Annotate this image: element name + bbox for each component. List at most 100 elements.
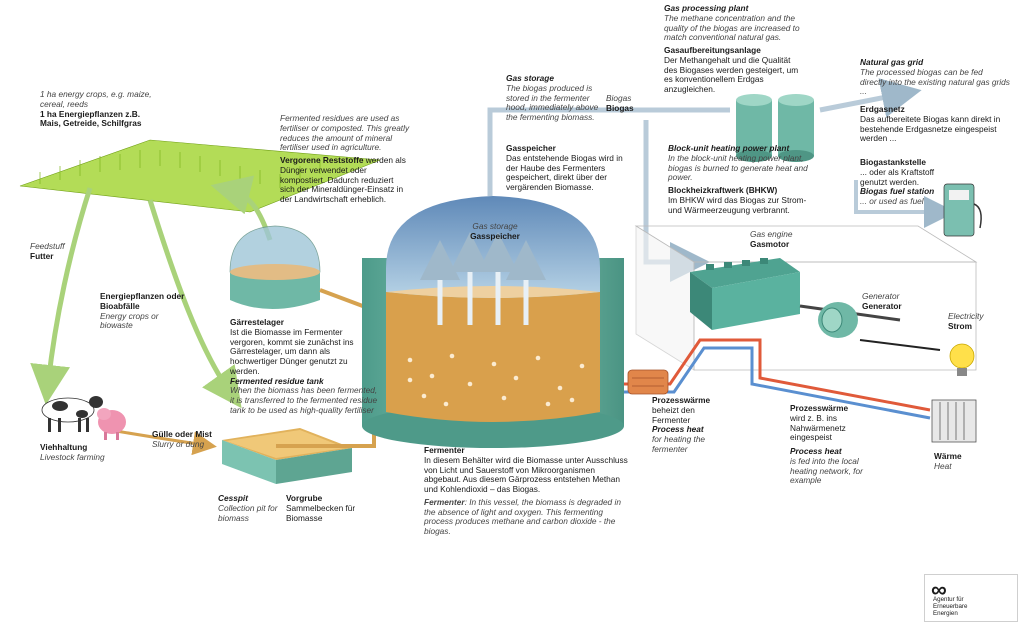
biogas-label: Biogas Biogas <box>606 93 646 114</box>
biogas-de: Biogas <box>606 102 634 113</box>
livestock-label: Viehhaltung Livestock farming <box>40 442 130 463</box>
chp-en: In the block-unit heating power plant, b… <box>668 152 808 183</box>
livestock-en: Livestock farming <box>40 451 105 462</box>
lightbulb-icon <box>949 343 975 376</box>
gas-storage-de-title: Gasspeicher <box>506 143 556 153</box>
energy-crops-en: Energy crops or biowaste <box>100 310 159 331</box>
generator-label: Generator Generator <box>862 291 922 312</box>
cesspit-de-label: Vorgrube Sammelbecken für Biomasse <box>286 493 356 523</box>
gas-engine <box>690 258 800 330</box>
station-en-title: Biogas fuel station <box>860 186 935 197</box>
heat-network-de-title: Prozesswärme <box>790 403 849 413</box>
heat-network-en: is fed into the local heating network, f… <box>790 455 863 486</box>
energy-crops-de: Energiepflanzen oder Bioabfälle <box>100 291 185 311</box>
electricity-de: Strom <box>948 320 972 331</box>
heat-network-label: Prozesswärme wird z. B. ins Nahwärmenetz… <box>790 403 886 486</box>
processing-de: Der Methangehalt und die Qualität des Bi… <box>664 54 799 95</box>
grid-en-title: Natural gas grid <box>860 57 924 67</box>
fermenter-de: In diesem Behälter wird die Biomasse unt… <box>424 454 628 495</box>
cow-icon <box>41 396 103 432</box>
logo-line3: Energien <box>933 609 958 617</box>
electricity-label: Electricity Strom <box>948 311 1008 332</box>
fermenter-en: In this vessel, the biomass is degraded … <box>424 496 621 537</box>
dome-de: Gasspeicher <box>470 230 520 241</box>
cesspit-en-title: Cesspit <box>218 493 248 503</box>
slurry-label: Gülle oder Mist Slurry or dung <box>152 429 232 450</box>
pipe-grid <box>819 78 922 118</box>
chp-enclosure <box>634 225 978 371</box>
pig-icon <box>97 408 126 440</box>
station-label: Biogastankstelle ... oder als Kraftstoff… <box>860 157 950 207</box>
pipe-biogas <box>487 107 730 196</box>
process-heat-en: for heating the fermenter <box>652 434 706 454</box>
feedstuff-de: Futter <box>30 250 54 261</box>
gas-storage-en-label: Gas storage The biogas produced is store… <box>506 73 606 123</box>
pipe-residue <box>319 288 369 310</box>
residues-de-title: Vergorene Reststoffe <box>280 155 364 166</box>
logo-mark-icon: ∞ <box>931 577 947 602</box>
residues-en: Fermented residues are used as fertilise… <box>280 113 410 153</box>
gas-storage-de-label: Gasspeicher Das entstehende Biogas wird … <box>506 143 632 193</box>
heat-en: Heat <box>934 460 952 471</box>
engine-en: Gas engine <box>750 229 793 239</box>
residue-tank-de-title: Gärrestelager <box>230 317 284 327</box>
arrow-feedstuff <box>30 187 93 405</box>
heat-de: Wärme <box>934 451 962 461</box>
fermenter-en-title: Fermenter <box>424 496 465 507</box>
process-heat-de: beheizt den Fermenter <box>652 404 695 425</box>
crops-label: 1 ha energy crops, e.g. maize, cereal, r… <box>40 89 160 129</box>
arrow-energy-crops <box>147 199 242 409</box>
dome-label: Gas storage Gasspeicher <box>460 221 530 242</box>
power-cable <box>859 339 941 351</box>
chp-label: Block-unit heating power plant In the bl… <box>668 143 822 215</box>
engine-label: Gas engine Gasmotor <box>750 229 810 250</box>
station-de-title: Biogastankstelle <box>860 157 926 167</box>
grid-de-title: Erdgasnetz <box>860 104 905 115</box>
heat-exchanger <box>627 369 669 395</box>
residue-tank-label: Gärrestelager Ist die Biomasse im Fermen… <box>230 317 378 416</box>
fermenter-de-title: Fermenter <box>424 445 465 455</box>
gas-rise-arrows <box>420 232 546 325</box>
slurry-en: Slurry or dung <box>152 438 205 449</box>
processing-label: Gas processing plant The methane concent… <box>664 3 800 95</box>
residues-de: werden als Dünger verwendet oder kompost… <box>280 155 406 205</box>
logo-line2: Erneuerbare <box>933 602 968 610</box>
residue-tank-de: Ist die Biomasse im Fermenter vergoren, … <box>230 326 354 376</box>
station-en: ... or used as fuel <box>860 196 924 207</box>
processing-de-title: Gasaufbereitungsanlage <box>664 45 761 56</box>
pipe-station <box>854 180 956 228</box>
processing-tanks <box>736 94 814 162</box>
aee-logo: ∞ Agentur für Erneuerbare Energien <box>924 574 1018 622</box>
generator-en: Generator <box>862 291 900 301</box>
heat-network-en-title: Process heat <box>790 446 842 457</box>
crops-de: 1 ha Energiepflanzen z.B. Mais, Getreide… <box>40 108 142 129</box>
biogas-en: Biogas <box>606 93 632 103</box>
process-heat-label: Prozesswärme beheizt den Fermenter Proce… <box>652 395 716 455</box>
heat-label: Wärme Heat <box>934 451 984 472</box>
fermenter-label: Fermenter In diesem Behälter wird die Bi… <box>424 445 630 537</box>
chp-de-title: Blockheizkraftwerk (BHKW) <box>668 185 778 196</box>
cesspit-en-label: Cesspit Collection pit for biomass <box>218 493 288 523</box>
crop-field <box>19 139 381 213</box>
process-heat-en-title: Process heat <box>652 424 704 435</box>
feedstuff-label: Feedstuff Futter <box>30 241 100 262</box>
fuel-station-icon <box>943 183 982 237</box>
residue-tank-en: When the biomass has been fermented, it … <box>230 385 378 416</box>
cesspit-tank <box>222 428 352 484</box>
chp-de: Im BHKW wird das Biogas zur Strom- und W… <box>668 194 807 215</box>
gas-storage-de: Das entstehende Biogas wird in der Haube… <box>506 152 623 193</box>
cesspit-en: Collection pit for biomass <box>218 502 278 523</box>
heat-network-de: wird z. B. ins Nahwärmenetz eingespeist <box>790 412 846 443</box>
processing-en-title: Gas processing plant <box>664 3 749 13</box>
engine-de: Gasmotor <box>750 238 790 249</box>
generator-de: Generator <box>862 300 902 311</box>
gas-storage-en-title: Gas storage <box>506 73 554 83</box>
logo-line1: Agentur für <box>933 596 964 603</box>
energy-crops-label: Energiepflanzen oder Bioabfälle Energy c… <box>100 291 190 331</box>
slurry-de: Gülle oder Mist <box>152 429 212 439</box>
residue-tank <box>229 225 321 309</box>
dome-en: Gas storage <box>472 221 518 231</box>
process-heat-de-title: Prozesswärme <box>652 395 711 405</box>
processing-en: The methane concentration and the qualit… <box>664 12 800 43</box>
